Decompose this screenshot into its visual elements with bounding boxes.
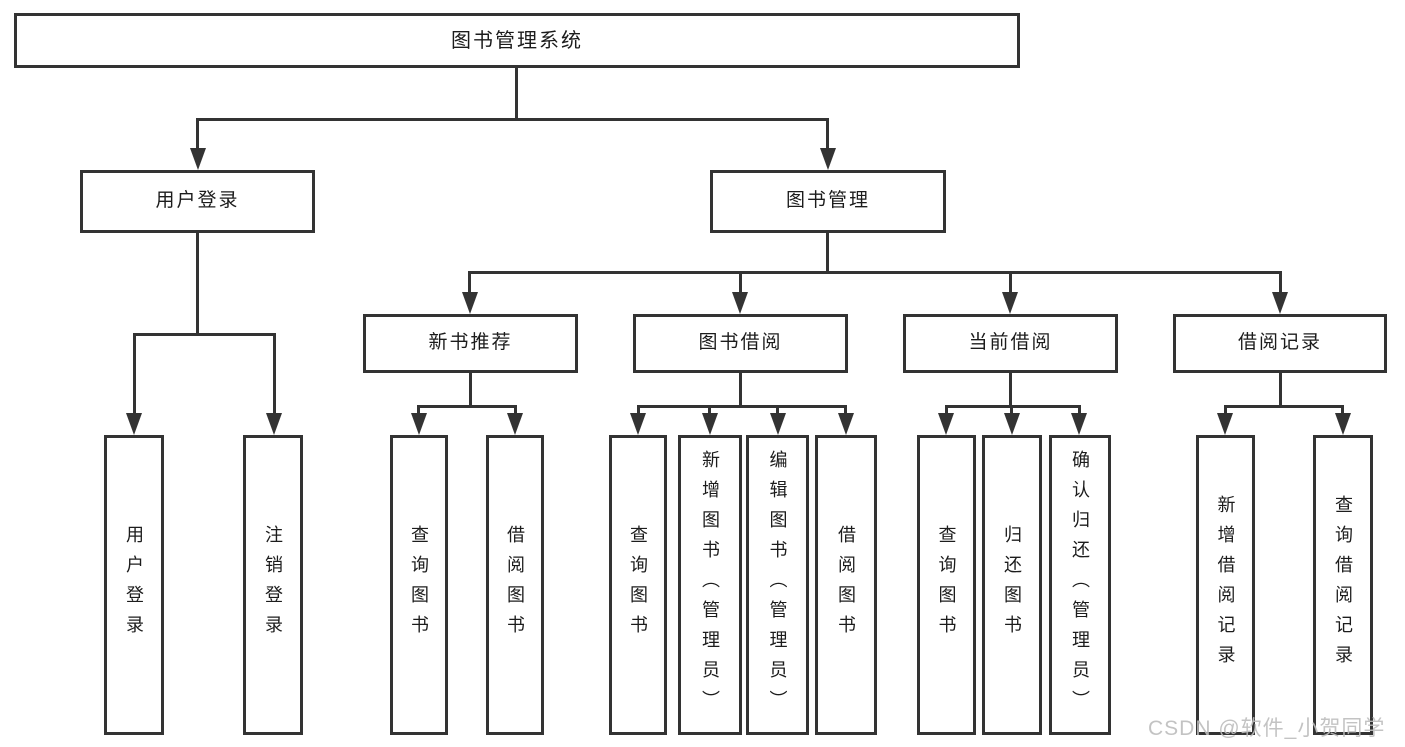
connector-drop [844,405,847,417]
connector-drop [945,405,948,417]
leaf-return-books: 归还图书 [982,435,1042,735]
leaf-borrow-query-books-label: 查询图书 [628,525,648,645]
arrowhead-down-icon [1335,413,1351,435]
node-book-borrow: 图书借阅 [633,314,848,373]
connector-book-borrow-stub [739,373,742,407]
leaf-edit-books-admin: 编辑图书（管理员） [746,435,809,735]
leaf-current-query-books-label: 查询图书 [936,525,957,645]
node-current-borrow-label: 当前借阅 [968,332,1053,354]
arrowhead-down-icon [820,148,836,170]
node-book-borrow-label: 图书借阅 [698,332,783,354]
arrowhead-down-icon [702,413,718,435]
leaf-rec-query-books-label: 查询图书 [409,525,429,645]
arrowhead-down-icon [1071,413,1087,435]
connector-drop [637,405,640,417]
leaf-edit-books-admin-label: 编辑图书（管理员） [767,450,788,720]
arrowhead-down-icon [1217,413,1233,435]
leaf-query-borrow-record: 查询借阅记录 [1313,435,1373,735]
arrowhead-down-icon [507,413,523,435]
node-library-system: 图书管理系统 [14,13,1020,68]
connector-level2-bus [196,118,829,121]
leaf-query-borrow-record-label: 查询借阅记录 [1333,495,1353,675]
leaf-current-query-books: 查询图书 [917,435,976,735]
csdn-watermark: CSDN @软件_小贺同学 [1148,717,1386,740]
leaf-confirm-return-admin-label: 确认归还（管理员） [1070,450,1090,720]
connector-drop [708,405,711,417]
leaf-rec-borrow-books: 借阅图书 [486,435,544,735]
node-borrow-records: 借阅记录 [1173,314,1387,373]
node-new-book-rec: 新书推荐 [363,314,578,373]
leaf-add-books-admin-label: 新增图书（管理员） [700,450,720,720]
leaf-add-borrow-record-label: 新增借阅记录 [1215,495,1236,675]
leaf-logout: 注销登录 [243,435,303,735]
arrowhead-down-icon [1272,292,1288,314]
connector-drop [514,405,517,417]
connector-drop-book-borrow [739,271,742,294]
connector-drop-leaf-logout [273,333,276,415]
connector-root-stub [515,68,518,119]
leaf-borrow-books: 借阅图书 [815,435,877,735]
leaf-add-borrow-record: 新增借阅记录 [1196,435,1255,735]
connector-user-login-bus [133,333,275,336]
connector-drop-borrow-records [1279,271,1282,294]
connector-drop [417,405,420,417]
arrowhead-down-icon [462,292,478,314]
arrowhead-down-icon [938,413,954,435]
connector-drop [1224,405,1227,417]
arrowhead-down-icon [126,413,142,435]
connector-drop-book-mgmt [826,118,829,150]
connector-drop [1010,405,1013,417]
connector-drop [776,405,779,417]
connector-book-mgmt-stub [826,233,829,273]
leaf-rec-borrow-books-label: 借阅图书 [505,525,525,645]
arrowhead-down-icon [190,148,206,170]
connector-user-login-stub [196,233,199,335]
connector-drop-user-login [196,118,199,150]
connector-drop-current-borrow [1009,271,1012,294]
arrowhead-down-icon [630,413,646,435]
node-new-book-rec-label: 新书推荐 [428,332,513,354]
leaf-add-books-admin: 新增图书（管理员） [678,435,742,735]
node-book-mgmt-group: 图书管理 [710,170,946,233]
node-library-system-label: 图书管理系统 [451,29,583,52]
arrowhead-down-icon [838,413,854,435]
arrowhead-down-icon [770,413,786,435]
connector-new-book-rec-bus [418,405,517,408]
connector-drop-leaf-login [133,333,136,415]
connector-book-borrow-bus [637,405,846,408]
leaf-borrow-books-label: 借阅图书 [836,525,856,645]
connector-level3-bus [469,271,1282,274]
connector-drop-new-book-rec [468,271,471,294]
leaf-user-login-label: 用户登录 [124,525,144,645]
arrowhead-down-icon [266,413,282,435]
node-user-login-group: 用户登录 [80,170,315,233]
leaf-return-books-label: 归还图书 [1002,525,1022,645]
node-user-login-group-label: 用户登录 [155,190,240,212]
connector-borrow-records-stub [1279,373,1282,407]
leaf-borrow-query-books: 查询图书 [609,435,667,735]
arrowhead-down-icon [1004,413,1020,435]
node-borrow-records-label: 借阅记录 [1237,332,1322,354]
connector-borrow-records-bus [1224,405,1344,408]
arrowhead-down-icon [732,292,748,314]
node-book-mgmt-group-label: 图书管理 [785,190,870,212]
node-current-borrow: 当前借阅 [903,314,1118,373]
connector-drop [1341,405,1344,417]
arrowhead-down-icon [1002,292,1018,314]
connector-drop [1078,405,1081,417]
leaf-confirm-return-admin: 确认归还（管理员） [1049,435,1111,735]
connector-current-borrow-stub [1009,373,1012,407]
connector-new-book-rec-stub [469,373,472,407]
leaf-rec-query-books: 查询图书 [390,435,448,735]
leaf-logout-label: 注销登录 [263,525,283,645]
arrowhead-down-icon [411,413,427,435]
leaf-user-login: 用户登录 [104,435,164,735]
